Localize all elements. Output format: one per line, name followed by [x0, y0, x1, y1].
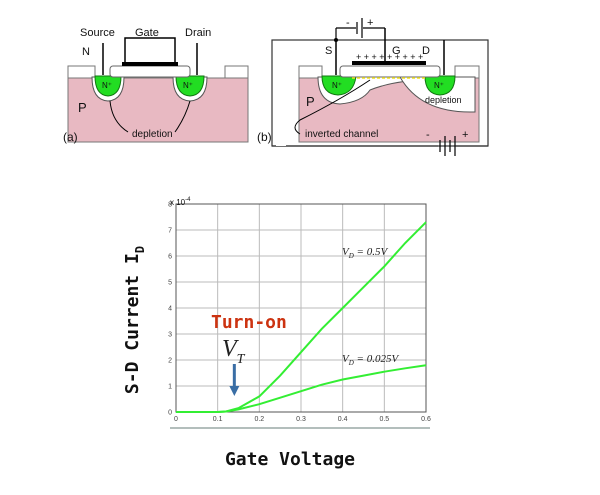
x-tick-label: 0.4 — [338, 416, 348, 423]
gate-type-label-a: N — [82, 46, 90, 58]
x-axis-label: Gate Voltage — [225, 449, 355, 470]
inverted-channel-label-b: inverted channel — [305, 129, 378, 140]
gate-label-b: G — [392, 45, 401, 57]
x-tick-label: 0 — [174, 416, 178, 423]
depletion-label-b: depletion — [425, 95, 462, 105]
source-label-b: S — [325, 45, 332, 57]
caption-b: (b) — [257, 130, 272, 144]
diagram-b: + + + + + + + + + - + - + S G D P N⁺ N⁺ … — [257, 17, 489, 156]
y-tick-label: 2 — [168, 358, 172, 365]
gate-metal-a — [122, 62, 178, 66]
drain-label-a: Drain — [185, 27, 211, 39]
series-label-low: VD = 0.025V — [342, 353, 399, 367]
nplus-right-label-a: N⁺ — [183, 81, 193, 90]
y-multiplier: x 10-4 — [170, 197, 191, 207]
vt-arrow — [229, 364, 240, 396]
nplus-left-label-a: N⁺ — [102, 81, 112, 90]
y-tick-label: 8 — [168, 202, 172, 209]
depletion-pointer-right-a — [174, 100, 191, 133]
series-label-high: VD = 0.5V — [342, 246, 388, 260]
depletion-pointer-left-a — [109, 100, 129, 133]
source-label-a: Source — [80, 27, 115, 39]
oxide-left-a — [67, 65, 96, 79]
gate-charges-b: + + + + + + + + + — [356, 52, 423, 62]
inverted-channel-pointer-b — [294, 79, 371, 135]
oxide-left-b — [298, 65, 323, 79]
vt-arrow-head — [229, 386, 240, 396]
y-tick-label: 4 — [168, 306, 172, 313]
y-tick-label: 5 — [168, 280, 172, 287]
nplus-left-label-b: N⁺ — [332, 81, 342, 90]
gate-metal-b — [352, 61, 426, 65]
chart-grid — [175, 203, 427, 413]
x-tick-label: 0.1 — [213, 416, 223, 423]
y-tick-label: 1 — [168, 384, 172, 391]
id-vg-chart: 0 0.1 0.2 0.3 0.4 0.5 0.6 0 1 2 3 4 5 6 7 8 x 10-4 VD =… — [122, 197, 431, 470]
caption-a: (a) — [63, 130, 78, 144]
nplus-left-a — [94, 75, 122, 97]
x-tick-label: 0.2 — [254, 416, 264, 423]
gate-oxide-a — [109, 65, 191, 78]
nplus-right-a — [175, 75, 205, 97]
x-tick-label: 0.3 — [296, 416, 306, 423]
y-tick-label: 0 — [168, 410, 172, 417]
chart-ticks: 0 0.1 0.2 0.3 0.4 0.5 0.6 0 1 2 3 4 5 6 7 8 — [168, 202, 431, 424]
turn-on-label: Turn-on — [211, 312, 287, 333]
oxide-right-a — [224, 65, 249, 79]
x-tick-label: 0.6 — [421, 416, 431, 423]
drain-batt-plus-b: + — [462, 129, 468, 141]
substrate-label-b: P — [306, 94, 315, 109]
gate-oxide-b — [339, 65, 441, 78]
drain-label-b: D — [422, 45, 430, 57]
y-tick-label: 6 — [168, 254, 172, 261]
y-tick-label: 7 — [168, 228, 172, 235]
gate-batt-plus-b: + — [367, 17, 373, 29]
gate-label-a: Gate — [135, 27, 159, 39]
y-tick-label: 3 — [168, 332, 172, 339]
depletion-label-a: depletion — [132, 129, 173, 140]
gate-wire-a — [124, 37, 176, 62]
vt-label: VT — [222, 336, 246, 367]
series-line-1 — [176, 364, 427, 413]
nplus-left-b — [321, 75, 357, 96]
nplus-right-b — [424, 75, 456, 96]
y-axis-label: S-D Current ID — [122, 246, 147, 394]
oxide-right-b — [454, 65, 480, 79]
gate-batt-minus-b: - — [346, 17, 350, 29]
nplus-right-label-b: N⁺ — [434, 81, 444, 90]
diagram-a: Source Gate Drain N P N⁺ N⁺ depletion (a… — [63, 27, 249, 144]
drain-batt-minus-b: - — [426, 129, 430, 141]
plot-frame — [175, 203, 427, 413]
x-tick-label: 0.5 — [379, 416, 389, 423]
chart-series — [176, 221, 427, 413]
substrate-label-a: P — [78, 100, 87, 115]
